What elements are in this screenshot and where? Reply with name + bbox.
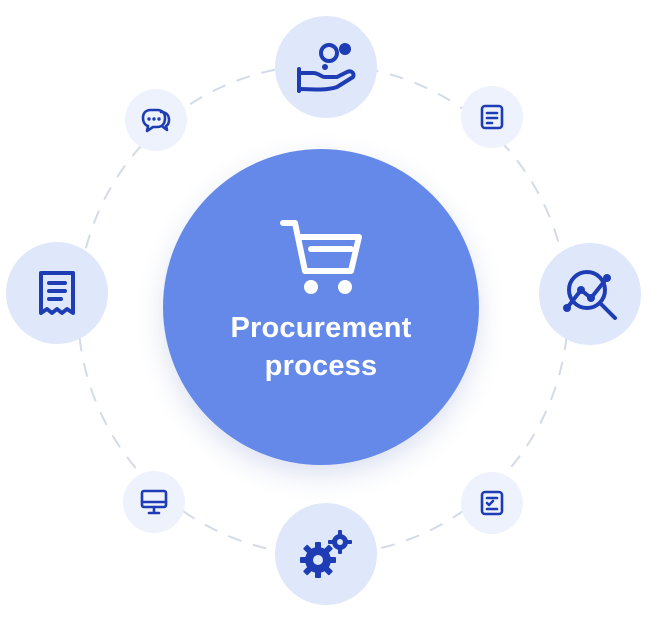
document-icon — [480, 104, 504, 130]
chat-bubble-icon — [141, 108, 171, 133]
procurement-process-hub: Procurement process — [163, 149, 479, 465]
gears-icon — [300, 530, 352, 578]
receipt-icon — [39, 271, 75, 315]
node-bottom-left[interactable] — [123, 471, 185, 533]
center-title: Procurement process — [230, 309, 411, 385]
checklist-document-icon — [480, 490, 504, 516]
center-title-line-1: Procurement — [230, 312, 412, 344]
node-bottom[interactable] — [275, 503, 377, 605]
node-bottom-right[interactable] — [461, 472, 523, 534]
node-left[interactable] — [6, 242, 108, 344]
hand-holding-coins-icon — [297, 43, 356, 93]
node-top-left[interactable] — [125, 89, 187, 151]
node-top[interactable] — [275, 16, 377, 118]
node-right[interactable] — [539, 243, 641, 345]
center-title-line-2: process — [264, 350, 378, 382]
shopping-cart-icon — [280, 220, 362, 294]
monitor-icon — [140, 489, 168, 515]
node-top-right[interactable] — [461, 86, 523, 148]
analytics-search-icon — [563, 270, 617, 320]
